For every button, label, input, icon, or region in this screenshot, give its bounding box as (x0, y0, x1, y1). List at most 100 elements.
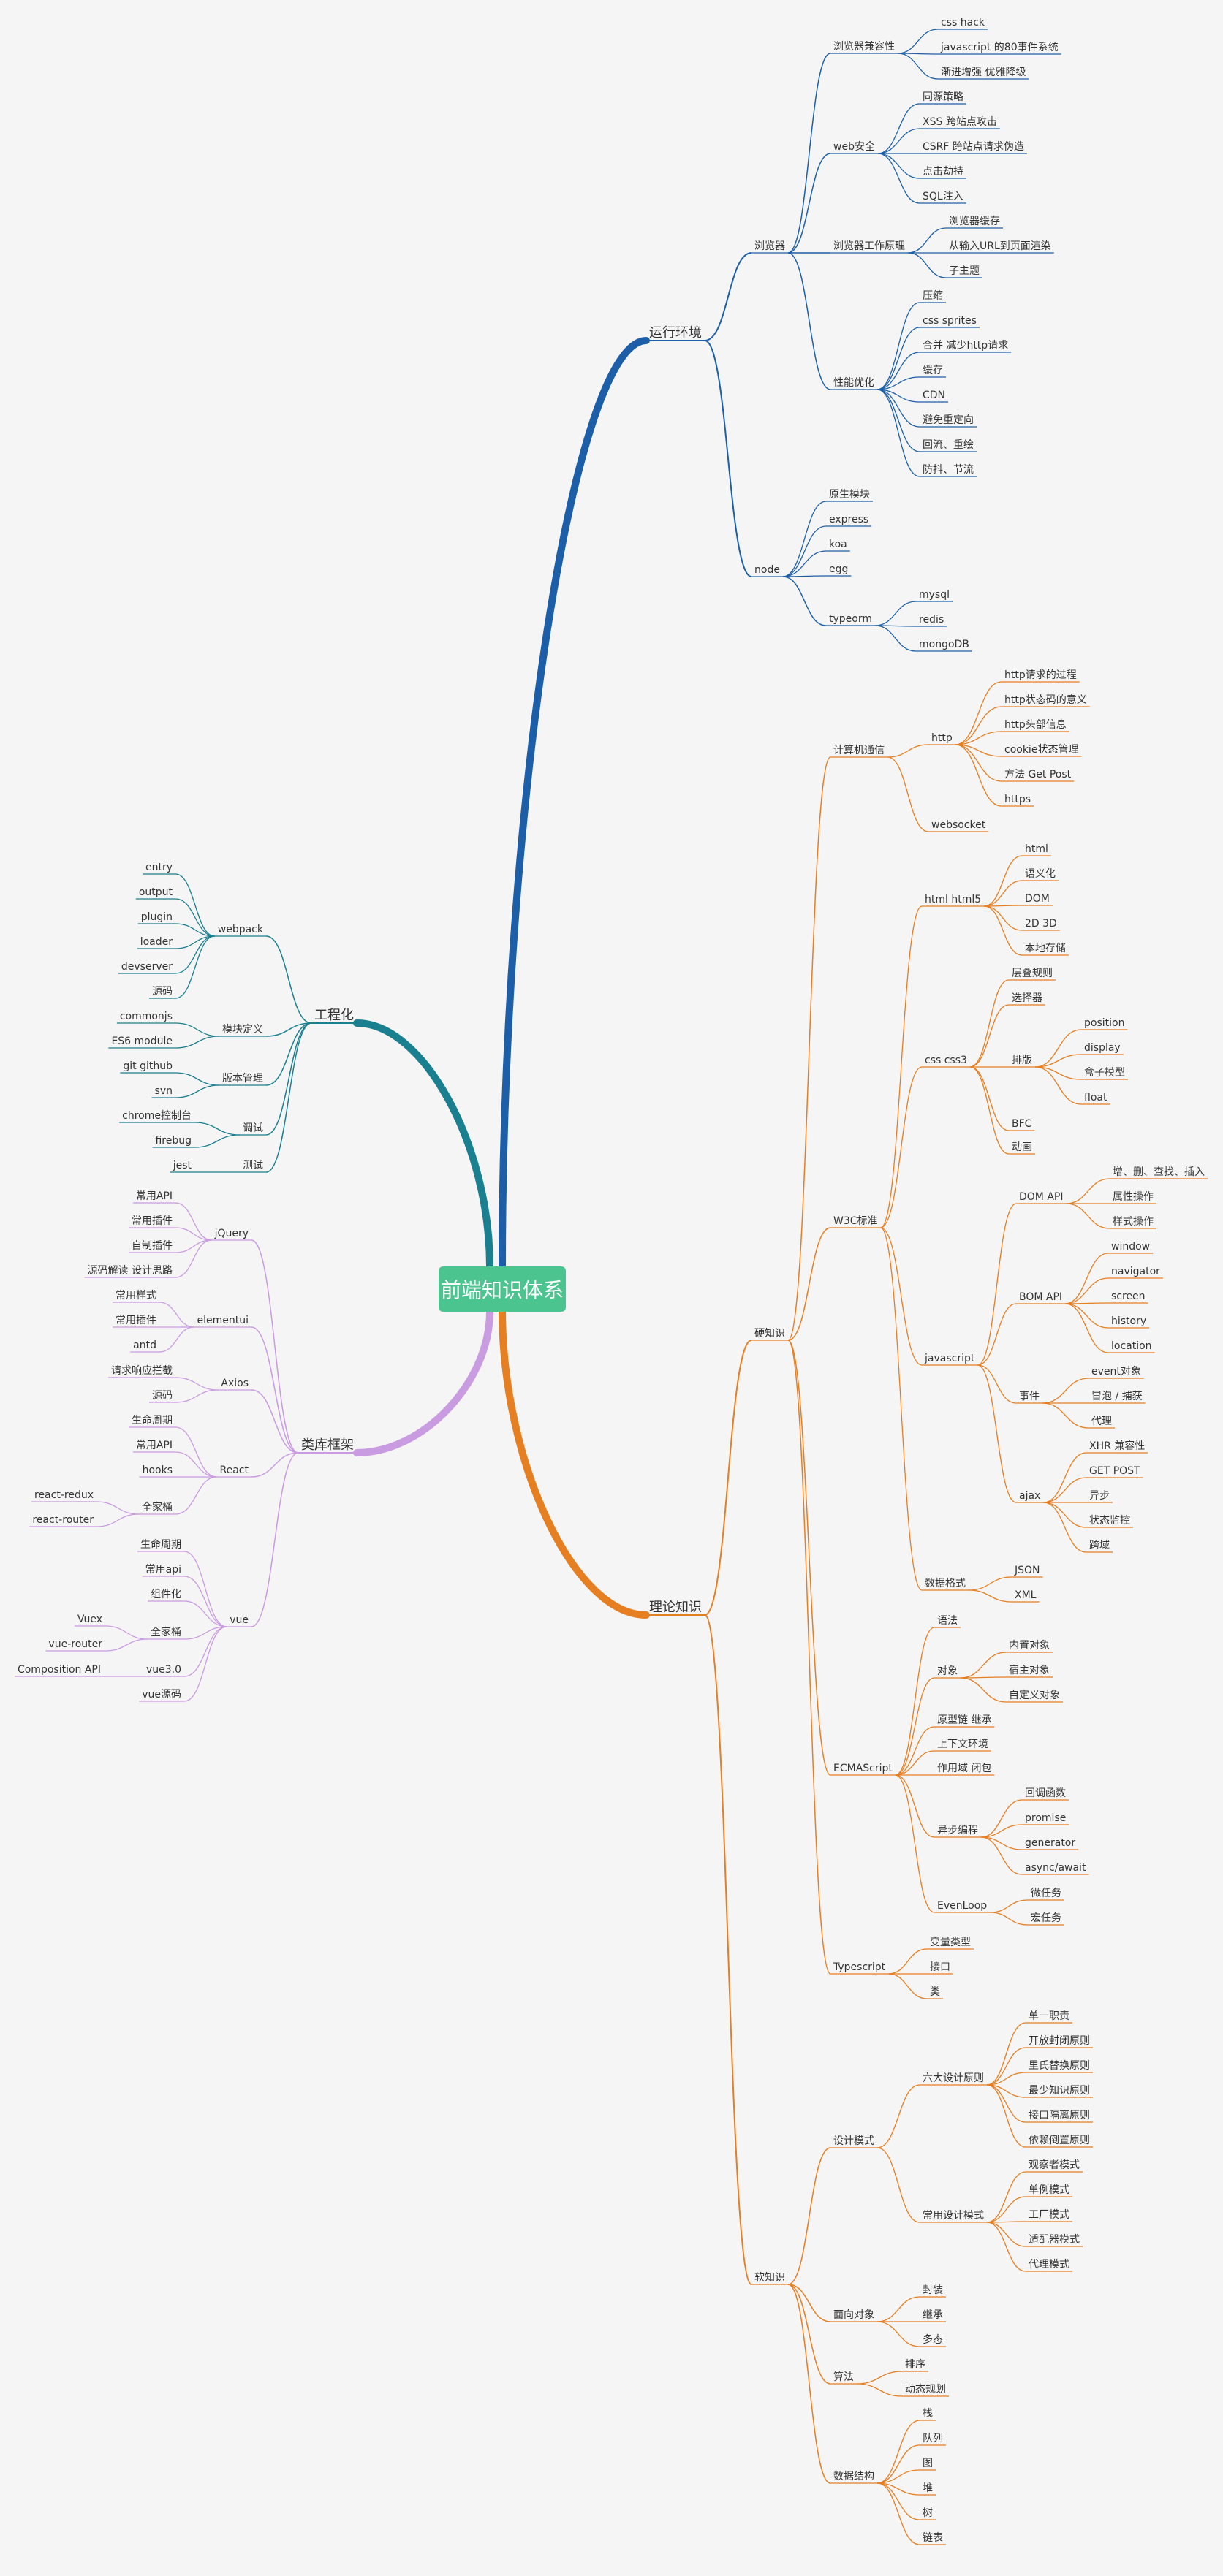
topic-branches-theory-children-hard-children-ecma-async-label[interactable]: 异步编程 (937, 1825, 978, 1836)
topic-branches-theory-children-hard-children-w3c-js-event-label[interactable]: 事件 (1019, 1391, 1040, 1402)
topic-branches-theory-children-soft-children-algo-items-1[interactable]: 动态规划 (905, 2384, 946, 2395)
topic-branches-framework-children-vue-items-0[interactable]: 生命周期 (140, 1538, 181, 1551)
topic-branches-theory-children-soft-children-oop-items-0[interactable]: 封装 (923, 2284, 943, 2296)
topic-branches-theory-children-soft-children-oop-items-2[interactable]: 多态 (923, 2333, 943, 2346)
topic-branches-runtime-children-node-typeorm-label[interactable]: typeorm (829, 613, 872, 625)
topic-branches-runtime-children-node-items-3[interactable]: egg (829, 563, 848, 575)
topic-branches-theory-children-hard-label[interactable]: 硬知识 (754, 1327, 785, 1340)
topic-branches-engineering-children-test-label[interactable]: 测试 (243, 1160, 263, 1171)
topic-branches-theory-children-hard-children-ecma-proto[interactable]: 原型链 继承 (937, 1714, 991, 1726)
topic-branches-theory-children-hard-children-ecma-object-items-1[interactable]: 宿主对象 (1009, 1664, 1050, 1676)
topic-branches-theory-children-hard-children-w3c-css-layout-items-2[interactable]: 盒子模型 (1084, 1066, 1125, 1079)
topic-branches-engineering-children-debug-items-1[interactable]: firebug (155, 1135, 192, 1147)
topic-branches-theory-children-hard-children-network-http-items-5[interactable]: https (1004, 794, 1031, 805)
topic-branches-framework-children-axios-items-0[interactable]: 请求响应拦截 (111, 1364, 173, 1377)
topic-branches-theory-children-soft-label[interactable]: 软知识 (754, 2271, 785, 2284)
topic-branches-theory-children-soft-children-dp-principles-items-1[interactable]: 开放封闭原则 (1029, 2035, 1090, 2047)
topic-branches-theory-children-hard-children-w3c-js-label[interactable]: javascript (924, 1353, 975, 1364)
topic-branches-engineering-children-webpack-items-5[interactable]: 源码 (152, 986, 173, 998)
topic-branches-theory-children-hard-children-w3c-js-event-items-1[interactable]: 冒泡 / 捕获 (1091, 1391, 1143, 1402)
topic-branches-framework-children-vue-bucket-label[interactable]: 全家桶 (151, 1626, 181, 1638)
topic-branches-engineering-children-test-items-0[interactable]: jest (173, 1160, 192, 1171)
topic-branches-framework-children-jquery-items-0[interactable]: 常用API (136, 1190, 173, 1202)
topic-branches-theory-children-hard-children-ecma-async-items-2[interactable]: generator (1025, 1837, 1075, 1849)
topic-branches-theory-children-hard-children-w3c-css-items_after-1[interactable]: 动画 (1012, 1141, 1032, 1153)
topic-branches-engineering-children-webpack-items-0[interactable]: entry (145, 862, 173, 873)
topic-branches-engineering-children-webpack-items-3[interactable]: loader (140, 936, 173, 948)
topic-branches-theory-children-hard-children-w3c-js-event-items-0[interactable]: event对象 (1091, 1366, 1141, 1378)
topic-branches-runtime-children-browser-children-principle-items-1[interactable]: 从输入URL到页面渲染 (949, 240, 1051, 252)
topic-branches-theory-children-hard-children-w3c-css-label[interactable]: css css3 (925, 1055, 967, 1066)
topic-branches-theory-children-hard-children-w3c-format-label[interactable]: 数据格式 (925, 1578, 966, 1589)
topic-branches-framework-children-vue-items-2[interactable]: 组件化 (151, 1589, 181, 1600)
topic-branches-engineering-children-debug-label[interactable]: 调试 (243, 1122, 263, 1134)
topic-branches-runtime-children-node-items-2[interactable]: koa (829, 539, 847, 550)
topic-branches-theory-children-hard-children-w3c-css-items_after-0[interactable]: BFC (1012, 1118, 1032, 1130)
topic-branches-theory-children-soft-children-ds-items-5[interactable]: 链表 (923, 2532, 943, 2544)
topic-branches-theory-children-hard-children-network-http-items-2[interactable]: http头部信息 (1004, 718, 1067, 731)
topic-branches-engineering-children-webpack-items-1[interactable]: output (139, 886, 173, 898)
topic-branches-runtime-children-browser-children-perf-items-0[interactable]: 压缩 (923, 290, 943, 302)
topic-branches-theory-children-hard-children-w3c-css-layout-items-3[interactable]: float (1084, 1092, 1107, 1103)
topic-branches-framework-children-react-items-0[interactable]: 生命周期 (132, 1414, 173, 1426)
topic-branches-theory-children-soft-children-ds-items-0[interactable]: 栈 (923, 2408, 933, 2420)
topic-branches-theory-children-soft-children-dp-principles-items-2[interactable]: 里氏替换原则 (1029, 2059, 1090, 2072)
topic-branches-engineering-children-vcs-items-0[interactable]: git github (123, 1060, 173, 1072)
topic-branches-runtime-children-browser-children-websec-items-0[interactable]: 同源策略 (923, 91, 963, 103)
topic-branches-framework-children-vue-src[interactable]: vue源码 (142, 1689, 181, 1701)
topic-branches-theory-children-hard-children-w3c-js-bom-items-4[interactable]: location (1111, 1340, 1152, 1352)
topic-branches-engineering-children-module-items-0[interactable]: commonjs (120, 1011, 173, 1022)
topic-branches-theory-children-hard-children-ecma-async-items-0[interactable]: 回调函数 (1025, 1787, 1066, 1799)
topic-branches-theory-children-hard-children-ecma-object-label[interactable]: 对象 (937, 1665, 958, 1677)
topic-branches-runtime-children-node-label[interactable]: node (754, 564, 780, 576)
topic-branches-framework-children-jquery-items-3[interactable]: 源码解读 设计思路 (88, 1264, 173, 1277)
topic-branches-framework-children-elementui-items-2[interactable]: antd (133, 1340, 156, 1351)
topic-branches-theory-children-hard-children-w3c-js-dom-items-0[interactable]: 增、删、查找、插入 (1113, 1166, 1205, 1178)
topic-branches-runtime-children-browser-children-perf-items-6[interactable]: 回流、重绘 (923, 439, 974, 451)
topic-branches-theory-children-soft-children-dp-principles-items-3[interactable]: 最少知识原则 (1029, 2084, 1090, 2097)
topic-branches-theory-children-hard-children-network-http-items-0[interactable]: http请求的过程 (1004, 669, 1077, 681)
topic-branches-runtime-children-node-typeorm-items-1[interactable]: redis (919, 614, 944, 626)
topic-branches-runtime-children-browser-children-perf-items-7[interactable]: 防抖、节流 (923, 464, 974, 476)
topic-branches-runtime-children-browser-children-principle-items-2[interactable]: 子主题 (949, 265, 980, 277)
topic-branches-theory-children-hard-children-ecma-loop-items-1[interactable]: 宏任务 (1031, 1912, 1061, 1924)
topic-branches-framework-children-jquery-items-2[interactable]: 自制插件 (132, 1240, 173, 1252)
topic-branches-theory-children-soft-children-ds-label[interactable]: 数据结构 (833, 2471, 874, 2482)
topic-branches-theory-children-hard-children-w3c-html-label[interactable]: html html5 (925, 894, 981, 905)
topic-branches-runtime-children-browser-label[interactable]: 浏览器 (754, 240, 785, 252)
topic-branches-theory-children-hard-children-w3c-format-items-0[interactable]: JSON (1014, 1565, 1040, 1576)
topic-branches-theory-children-hard-children-w3c-html-items-4[interactable]: 本地存储 (1025, 943, 1066, 954)
topic-branches-theory-children-hard-children-ts-label[interactable]: Typescript (833, 1961, 886, 1973)
topic-branches-runtime-children-browser-children-compat-items-0[interactable]: css hack (941, 17, 985, 29)
topic-branches-theory-children-hard-children-w3c-html-items-1[interactable]: 语义化 (1025, 868, 1056, 880)
topic-branches-framework-children-react-items-1[interactable]: 常用API (136, 1440, 173, 1451)
topic-branches-runtime-children-browser-children-principle-label[interactable]: 浏览器工作原理 (833, 240, 905, 252)
topic-branches-framework-children-elementui-items-1[interactable]: 常用插件 (116, 1315, 156, 1326)
topic-branches-theory-children-hard-children-w3c-js-bom-items-3[interactable]: history (1111, 1315, 1146, 1327)
topic-branches-theory-children-soft-children-dp-principles-label[interactable]: 六大设计原则 (923, 2072, 984, 2084)
topic-branches-theory-children-hard-children-ts-items-1[interactable]: 接口 (930, 1961, 950, 1973)
topic-branches-theory-children-hard-children-w3c-js-bom-items-0[interactable]: window (1111, 1241, 1150, 1253)
topic-branches-theory-children-soft-children-oop-label[interactable]: 面向对象 (833, 2309, 874, 2321)
topic-branches-runtime-children-browser-children-perf-items-4[interactable]: CDN (923, 390, 945, 401)
topic-branches-theory-children-hard-children-network-websocket[interactable]: websocket (931, 819, 986, 831)
topic-branches-theory-children-hard-children-ecma-loop-label[interactable]: EvenLoop (937, 1900, 987, 1912)
topic-branches-framework-children-vue-bucket-items-0[interactable]: Vuex (77, 1614, 102, 1625)
topic-branches-theory-children-hard-children-ecma-context[interactable]: 上下文环境 (937, 1739, 988, 1750)
topic-branches-theory-children-hard-children-w3c-css-layout-items-1[interactable]: display (1084, 1042, 1121, 1054)
topic-branches-theory-label[interactable]: 理论知识 (649, 1600, 702, 1615)
topic-branches-theory-children-hard-children-w3c-js-bom-label[interactable]: BOM API (1019, 1291, 1062, 1303)
topic-branches-theory-children-soft-children-dp-patterns-items-2[interactable]: 工厂模式 (1029, 2209, 1069, 2221)
topic-branches-engineering-children-vcs-label[interactable]: 版本管理 (222, 1073, 263, 1084)
topic-branches-theory-children-hard-children-w3c-js-ajax-items-0[interactable]: XHR 兼容性 (1089, 1440, 1145, 1452)
topic-branches-theory-children-hard-children-w3c-js-ajax-items-1[interactable]: GET POST (1089, 1465, 1140, 1477)
topic-branches-theory-children-hard-children-network-http-items-3[interactable]: cookie状态管理 (1004, 744, 1078, 756)
topic-branches-framework-label[interactable]: 类库框架 (301, 1437, 354, 1453)
topic-branches-theory-children-hard-children-w3c-css-items_before-0[interactable]: 层叠规则 (1012, 968, 1053, 979)
topic-branches-runtime-children-browser-children-perf-items-3[interactable]: 缓存 (923, 365, 943, 376)
topic-branches-theory-children-hard-children-w3c-js-ajax-label[interactable]: ajax (1019, 1490, 1040, 1502)
topic-branches-runtime-children-browser-children-perf-label[interactable]: 性能优化 (833, 377, 874, 389)
topic-branches-theory-children-hard-children-w3c-js-ajax-items-4[interactable]: 跨域 (1089, 1540, 1110, 1551)
topic-branches-engineering-children-module-items-1[interactable]: ES6 module (111, 1036, 173, 1047)
topic-branches-framework-children-react-bucket-label[interactable]: 全家桶 (142, 1501, 173, 1513)
